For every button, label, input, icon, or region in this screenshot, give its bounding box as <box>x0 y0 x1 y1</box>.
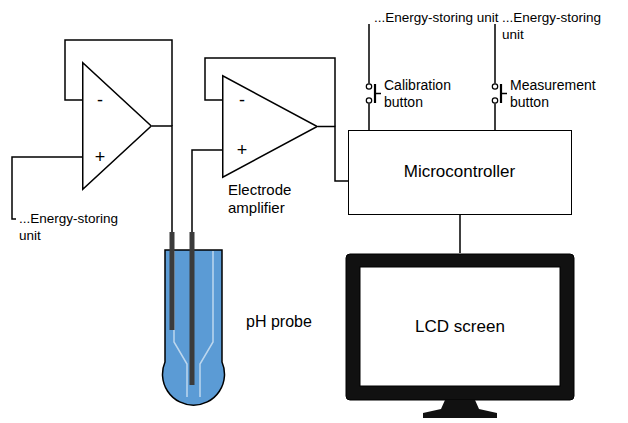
button-contact <box>366 84 371 89</box>
text-slot: ...Energy-storing unit <box>502 9 618 43</box>
text-slot: + <box>91 145 109 169</box>
supply-label: ...Energy-storing unit <box>374 9 499 26</box>
button-wire <box>494 24 496 130</box>
text-slot: - <box>233 88 251 112</box>
electrode-amplifier: - + Electrode amplifier <box>222 75 318 220</box>
opamp-shape <box>82 62 152 190</box>
lcd-screen: LCD screen <box>345 253 575 420</box>
button-label: Calibration button <box>384 77 466 111</box>
box-label: Microcontroller <box>404 162 515 182</box>
microcontroller-box: Microcontroller <box>348 130 572 215</box>
monitor-stand <box>423 400 497 418</box>
signal-wire <box>152 126 172 232</box>
signal-wire <box>459 215 461 253</box>
monitor-screen <box>360 267 560 386</box>
monitor-frame <box>346 254 574 400</box>
glass-electrode <box>190 232 195 385</box>
text-slot: + <box>233 138 251 162</box>
supply-label: ...Energy-storing unit <box>502 9 618 43</box>
button-contact <box>366 98 371 103</box>
signal-wire <box>318 127 348 182</box>
monitor-drawing <box>345 253 575 420</box>
screen-label: LCD screen <box>415 317 505 337</box>
button-contact <box>492 84 497 89</box>
opamp-triangle <box>83 63 152 190</box>
probe-label: pH probe <box>246 312 326 332</box>
push-button-symbol <box>366 84 381 103</box>
button-actuator <box>375 93 381 95</box>
text-slot: Calibration button <box>384 77 466 111</box>
button-label: Measurement button <box>510 77 610 111</box>
text-slot: - <box>91 88 109 112</box>
supply-wire <box>12 157 82 219</box>
text-slot: Electrode amplifier <box>228 181 310 217</box>
minus-sign: - <box>91 88 109 112</box>
text-slot: Measurement button <box>510 77 610 111</box>
signal-wire <box>192 150 222 232</box>
button-actuator <box>501 93 507 95</box>
ph-probe: pH probe <box>160 232 330 415</box>
text-slot: Microcontroller <box>349 131 570 213</box>
buffer-opamp: -+ <box>82 62 152 190</box>
minus-sign: - <box>233 88 251 112</box>
plus-sign: + <box>91 145 109 169</box>
reference-electrode <box>170 232 175 330</box>
push-button-symbol <box>492 84 507 103</box>
text-slot: ...Energy-storing unit <box>19 210 129 244</box>
text-slot: LCD screen <box>360 267 560 386</box>
text-slot: ...Energy-storing unit <box>374 9 499 26</box>
plus-sign: + <box>233 138 251 162</box>
text-slot: pH probe <box>246 312 326 332</box>
opamp-shape <box>222 75 318 220</box>
opamp-triangle <box>223 76 318 178</box>
amplifier-label: Electrode amplifier <box>228 181 310 217</box>
supply-label: ...Energy-storing unit <box>19 210 129 244</box>
button-wire <box>368 24 370 130</box>
button-contact <box>492 98 497 103</box>
